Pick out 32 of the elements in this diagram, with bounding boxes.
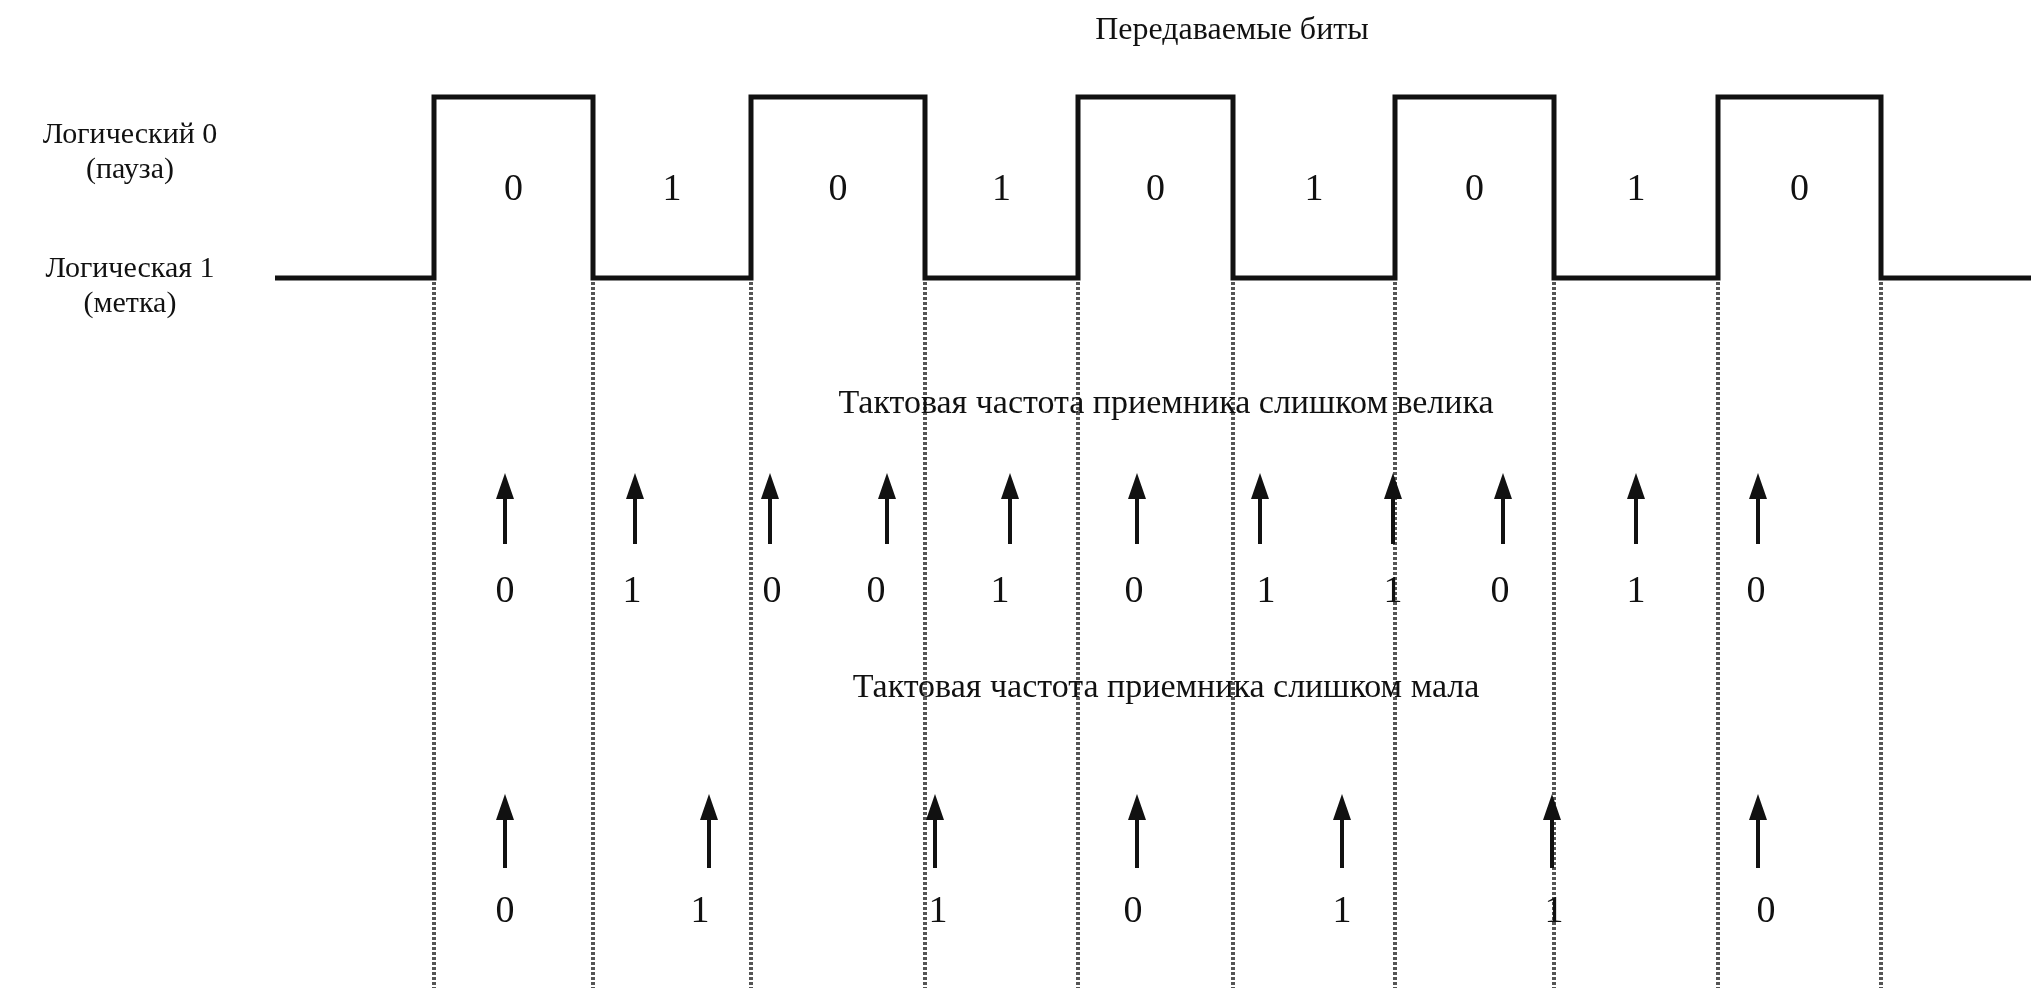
sampled-bit: 1 (1544, 888, 1564, 932)
diagram-title: Передаваемые биты (1095, 9, 1369, 47)
sampled-bit: 1 (928, 888, 948, 932)
sampled-bit: 1 (1332, 888, 1352, 932)
sampled-bit: 1 (1383, 568, 1403, 612)
level-label: Логический 0 (пауза) (41, 115, 219, 185)
bit-value: 1 (662, 166, 682, 210)
sampled-bit: 1 (622, 568, 642, 612)
sampled-bit: 0 (1123, 888, 1143, 932)
sampled-bit: 0 (1746, 568, 1766, 612)
sampled-bit: 0 (1490, 568, 1510, 612)
bit-value: 1 (1304, 166, 1324, 210)
bit-value: 0 (504, 166, 523, 210)
bit-value: 1 (1626, 166, 1646, 210)
sampled-bit: 1 (990, 568, 1010, 612)
sampled-bit: 0 (866, 568, 886, 612)
bit-value: 0 (1790, 166, 1809, 210)
level-label: Логическая 1 (метка) (44, 249, 216, 319)
sampled-bit: 0 (1124, 568, 1144, 612)
sampled-bit: 0 (495, 568, 515, 612)
sampled-bit: 1 (1256, 568, 1276, 612)
bit-value: 0 (828, 166, 848, 210)
bit-value: 0 (1146, 166, 1165, 210)
sampled-bit: 0 (1756, 888, 1776, 932)
bit-value: 1 (992, 166, 1011, 210)
sampled-bit: 0 (762, 568, 782, 612)
bit-value: 0 (1465, 166, 1484, 210)
sampled-bit: 1 (1626, 568, 1646, 612)
row-heading: Тактовая частота приемника слишком мала (852, 666, 1480, 706)
row-heading: Тактовая частота приемника слишком велика (838, 382, 1494, 422)
sampled-bit: 1 (690, 888, 710, 932)
sampled-bit: 0 (495, 888, 515, 932)
